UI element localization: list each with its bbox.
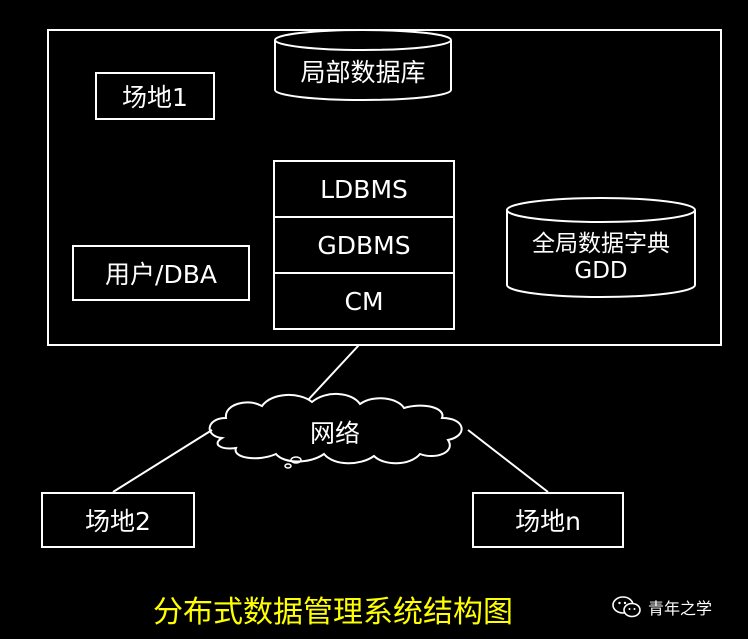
local-db-label: 局部数据库	[300, 58, 426, 87]
watermark-text: 青年之学	[648, 599, 713, 618]
siten-label: 场地n	[472, 492, 624, 548]
wechat-icon	[612, 596, 641, 618]
watermark: 青年之学	[612, 594, 712, 620]
diagram-caption: 分布式数据管理系统结构图	[153, 595, 513, 630]
network-cloud	[208, 393, 463, 469]
gdbms-label: GDBMS	[317, 230, 411, 260]
network-label: 网络	[309, 419, 360, 448]
gdd-label-line1: 全局数据字典	[532, 231, 670, 257]
site2-label: 场地2	[41, 492, 195, 548]
link-site1-network	[307, 344, 360, 401]
gdd-cylinder	[506, 197, 696, 298]
cm-label: CM	[344, 286, 384, 316]
ldbms-label: LDBMS	[320, 174, 408, 204]
gdd-label-line2: GDD	[574, 258, 628, 284]
dbms-stack	[273, 160, 455, 330]
site1-label: 场地1	[95, 72, 215, 120]
local-db-cylinder	[274, 29, 452, 101]
link-network-siten	[467, 429, 549, 493]
user-dba-label: 用户/DBA	[72, 245, 250, 301]
link-network-site2	[112, 429, 213, 493]
